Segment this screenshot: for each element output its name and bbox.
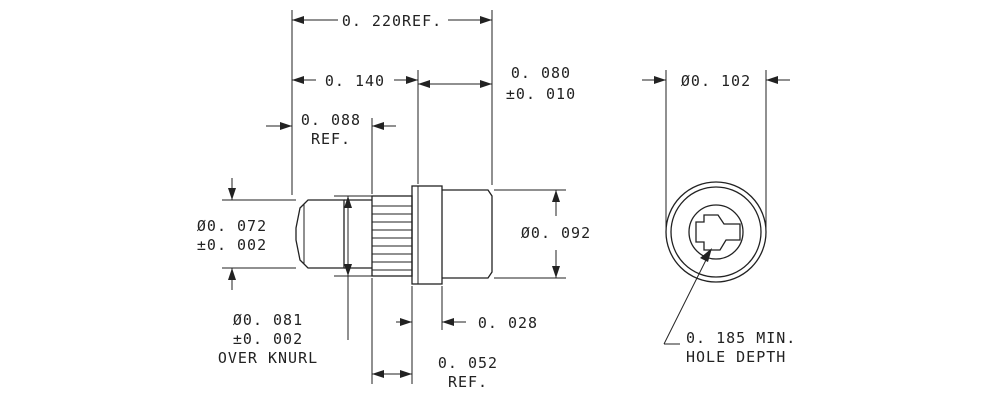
tip-diameter-label-1: Ø0. 072 <box>197 217 267 235</box>
dim-flange-width: 0. 028 <box>396 286 538 384</box>
end-diameter-label: Ø0. 102 <box>681 72 751 90</box>
dim-tip-length: 0. 088 REF. <box>266 111 396 194</box>
knurl-diameter-label-2: ±0. 002 <box>233 330 303 348</box>
dim-knurl-length: 0. 052 REF. <box>371 278 498 391</box>
overall-length-label: 0. 220REF. <box>342 12 442 30</box>
dim-body-length: 0. 140 <box>292 70 419 184</box>
end-view-inner-circle <box>670 186 762 278</box>
flange-width-label: 0. 028 <box>478 314 538 332</box>
knurl-length-label-1: 0. 052 <box>438 354 498 372</box>
dim-knurl-diameter: Ø0. 081 ±0. 002 OVER KNURL <box>218 195 372 367</box>
hole-depth-label-2: HOLE DEPTH <box>686 348 786 366</box>
dim-end-diameter: Ø0. 102 <box>642 70 790 232</box>
end-view-socket-circle <box>688 204 744 260</box>
tip-length-label-1: 0. 088 <box>301 111 361 129</box>
dim-overall-length: 0. 220REF. <box>291 10 493 195</box>
end-view-outer-circle <box>665 181 767 283</box>
tip-length-label-2: REF. <box>311 130 351 148</box>
dim-tip-diameter: Ø0. 072 ±0. 002 <box>197 178 296 290</box>
knurl-diameter-label-3: OVER KNURL <box>218 349 318 367</box>
head-diameter-label: Ø0. 092 <box>521 224 591 242</box>
head-length-label-2: ±0. 010 <box>506 85 576 103</box>
knurl-length-label-2: REF. <box>448 373 488 391</box>
dim-head-diameter: Ø0. 092 <box>494 189 591 279</box>
dim-head-length: 0. 080 ±0. 010 <box>418 64 576 103</box>
part-flange <box>411 185 443 285</box>
hole-depth-label-1: 0. 185 MIN. <box>686 329 796 347</box>
tip-diameter-label-2: ±0. 002 <box>197 236 267 254</box>
head-length-label-1: 0. 080 <box>511 64 571 82</box>
body-length-label: 0. 140 <box>325 72 385 90</box>
hole-depth-callout: 0. 185 MIN. HOLE DEPTH <box>663 248 796 366</box>
side-view-part <box>295 185 493 285</box>
part-head <box>442 189 493 279</box>
end-view-socket-slot <box>695 214 741 251</box>
knurl-diameter-label-1: Ø0. 081 <box>233 311 303 329</box>
part-knurl <box>371 195 413 277</box>
end-view <box>665 181 767 283</box>
part-tip <box>295 199 345 269</box>
